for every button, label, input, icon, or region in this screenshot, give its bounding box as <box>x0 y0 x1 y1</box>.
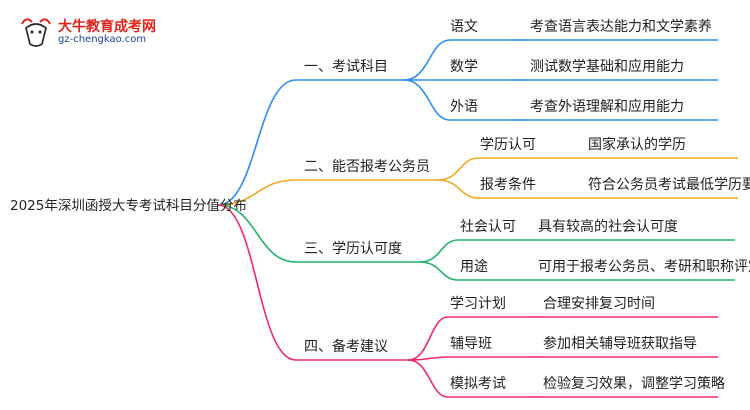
bull-logo-icon <box>21 18 51 47</box>
child-description: 测试数学基础和应用能力 <box>530 59 684 75</box>
child-label: 辅导班 <box>450 336 492 352</box>
child-description: 考查外语理解和应用能力 <box>530 99 684 115</box>
branch-label: 二、能否报考公务员 <box>304 159 430 175</box>
child-description: 具有较高的社会认可度 <box>538 219 678 235</box>
child-label: 用途 <box>460 259 488 275</box>
child-description: 参加相关辅导班获取指导 <box>543 336 697 352</box>
logo-site-name: 大牛教育成考网 <box>58 19 156 35</box>
branch-label: 四、备考建议 <box>304 339 388 355</box>
child-label: 语文 <box>450 19 478 35</box>
child-connector <box>437 157 479 181</box>
child-label: 学习计划 <box>450 296 506 312</box>
child-connector <box>419 261 459 281</box>
branch-connector <box>217 204 297 361</box>
child-label: 学历认可 <box>480 137 536 153</box>
child-description: 合理安排复习时间 <box>543 296 655 312</box>
child-label: 数学 <box>450 59 478 75</box>
logo-site-url: gz-chengkao.com <box>58 34 147 45</box>
child-description: 考查语言表达能力和文学素养 <box>530 19 712 35</box>
root-topic: 2025年深圳函授大专考试科目分值分布 <box>10 198 247 214</box>
branch-label: 三、学历认可度 <box>304 241 402 257</box>
child-connector <box>437 179 479 199</box>
child-label: 外语 <box>450 99 478 115</box>
child-label: 报考条件 <box>480 177 536 193</box>
branch-label: 一、考试科目 <box>304 59 388 75</box>
branch-connector <box>217 79 297 206</box>
child-description: 检验复习效果，调整学习策略 <box>543 376 725 392</box>
branch-connector <box>217 204 297 263</box>
child-connector <box>403 39 451 81</box>
child-connector <box>403 79 451 121</box>
child-connector <box>407 359 449 398</box>
child-description: 符合公务员考试最低学历要求 <box>588 177 750 193</box>
child-description: 可用于报考公务员、考研和职称评定 <box>538 259 750 275</box>
child-connector <box>419 239 459 263</box>
child-label: 模拟考试 <box>450 376 506 392</box>
site-logo[interactable]: 大牛教育成考网 gz-chengkao.com <box>18 12 158 52</box>
child-label: 社会认可 <box>460 219 516 235</box>
branch-connector <box>217 179 297 206</box>
child-connector <box>407 316 449 361</box>
child-description: 国家承认的学历 <box>588 137 686 153</box>
